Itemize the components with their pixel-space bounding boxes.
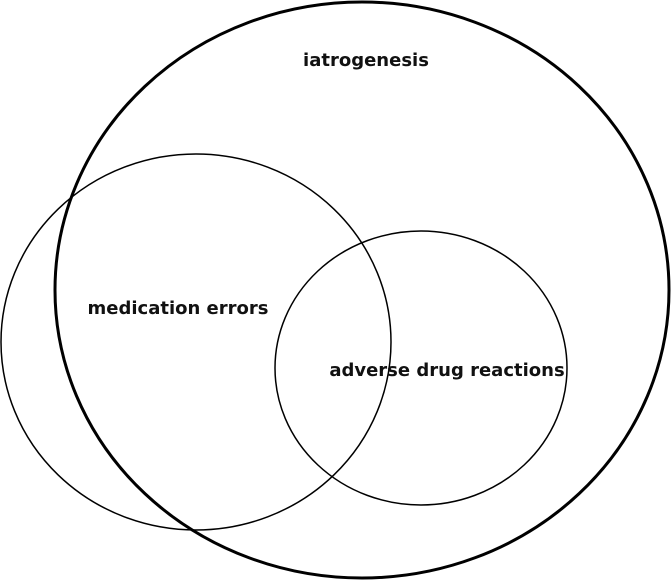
iatrogenesis-circle [53,0,671,580]
iatrogenesis-label: iatrogenesis [303,50,429,71]
medication-errors-circle [0,153,392,531]
adverse-drug-reactions-circle [274,230,568,506]
medication-errors-label: medication errors [88,298,269,319]
adverse-drug-reactions-label: adverse drug reactions [329,360,564,381]
